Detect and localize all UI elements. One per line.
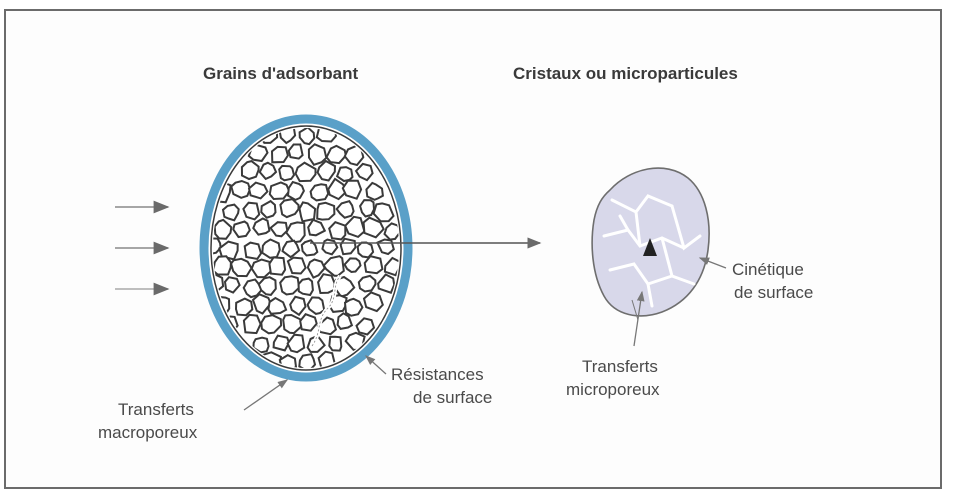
grain-particle bbox=[359, 276, 376, 292]
label-micro-line2: microporeux bbox=[566, 378, 660, 401]
grain-particle bbox=[337, 167, 352, 181]
title-grains: Grains d'adsorbant bbox=[203, 64, 358, 84]
grain-particle bbox=[311, 184, 329, 200]
label-resist-line2: de surface bbox=[413, 386, 492, 409]
grain-particle bbox=[269, 257, 285, 274]
grain-particle bbox=[329, 222, 345, 239]
grain-particle bbox=[213, 256, 231, 274]
label-resist-line1: Résistances bbox=[391, 363, 492, 386]
grain-particle bbox=[364, 292, 383, 311]
grain-particle bbox=[358, 243, 373, 258]
grain-particle bbox=[274, 336, 289, 351]
grain-particle bbox=[329, 337, 341, 351]
leader-macro bbox=[244, 380, 287, 410]
label-surface-resistance: Résistances de surface bbox=[391, 363, 492, 409]
label-cinetique-line1: Cinétique bbox=[732, 258, 813, 281]
grain-particle bbox=[231, 259, 251, 276]
label-surface-kinetics: Cinétique de surface bbox=[732, 258, 813, 304]
label-micro-line1: Transferts bbox=[582, 355, 660, 378]
label-cinetique-line2: de surface bbox=[734, 281, 813, 304]
grain-particle bbox=[243, 203, 259, 220]
grain-particle bbox=[233, 222, 250, 238]
grain-particle bbox=[280, 276, 299, 294]
grain-particle bbox=[288, 182, 304, 200]
label-macro-line2: macroporeux bbox=[98, 421, 197, 444]
grain-particle bbox=[299, 354, 315, 369]
grain-particle bbox=[262, 240, 280, 258]
label-macroporous-transfer: Transferts macroporeux bbox=[118, 398, 197, 444]
grain-particle bbox=[223, 205, 239, 221]
grain-particle bbox=[280, 199, 298, 217]
grain-particle bbox=[343, 181, 361, 199]
grain-particle bbox=[360, 200, 374, 216]
grain-particle bbox=[345, 299, 362, 316]
grain-particle bbox=[289, 145, 303, 159]
grain-particle bbox=[365, 256, 383, 273]
grain-particle bbox=[245, 243, 261, 259]
grain-particle bbox=[288, 258, 306, 274]
adsorbent-grain bbox=[204, 119, 408, 377]
title-crystals: Cristaux ou microparticules bbox=[513, 64, 738, 84]
grain-particle bbox=[270, 182, 289, 199]
label-macro-line1: Transferts bbox=[118, 398, 197, 421]
grain-particle bbox=[242, 161, 259, 179]
leader-resist bbox=[366, 356, 386, 374]
label-microporous-transfer: Transferts microporeux bbox=[578, 355, 660, 401]
inflow-arrows bbox=[115, 207, 168, 289]
crystal bbox=[592, 168, 709, 320]
grain-particle bbox=[231, 181, 250, 198]
grain-particle bbox=[244, 315, 261, 333]
grain-particle bbox=[279, 166, 294, 180]
grain-particle bbox=[317, 203, 334, 220]
grain-particle bbox=[252, 260, 272, 278]
grain-particle bbox=[272, 147, 288, 162]
grain-particle bbox=[299, 279, 313, 295]
grain-particle bbox=[236, 299, 252, 316]
